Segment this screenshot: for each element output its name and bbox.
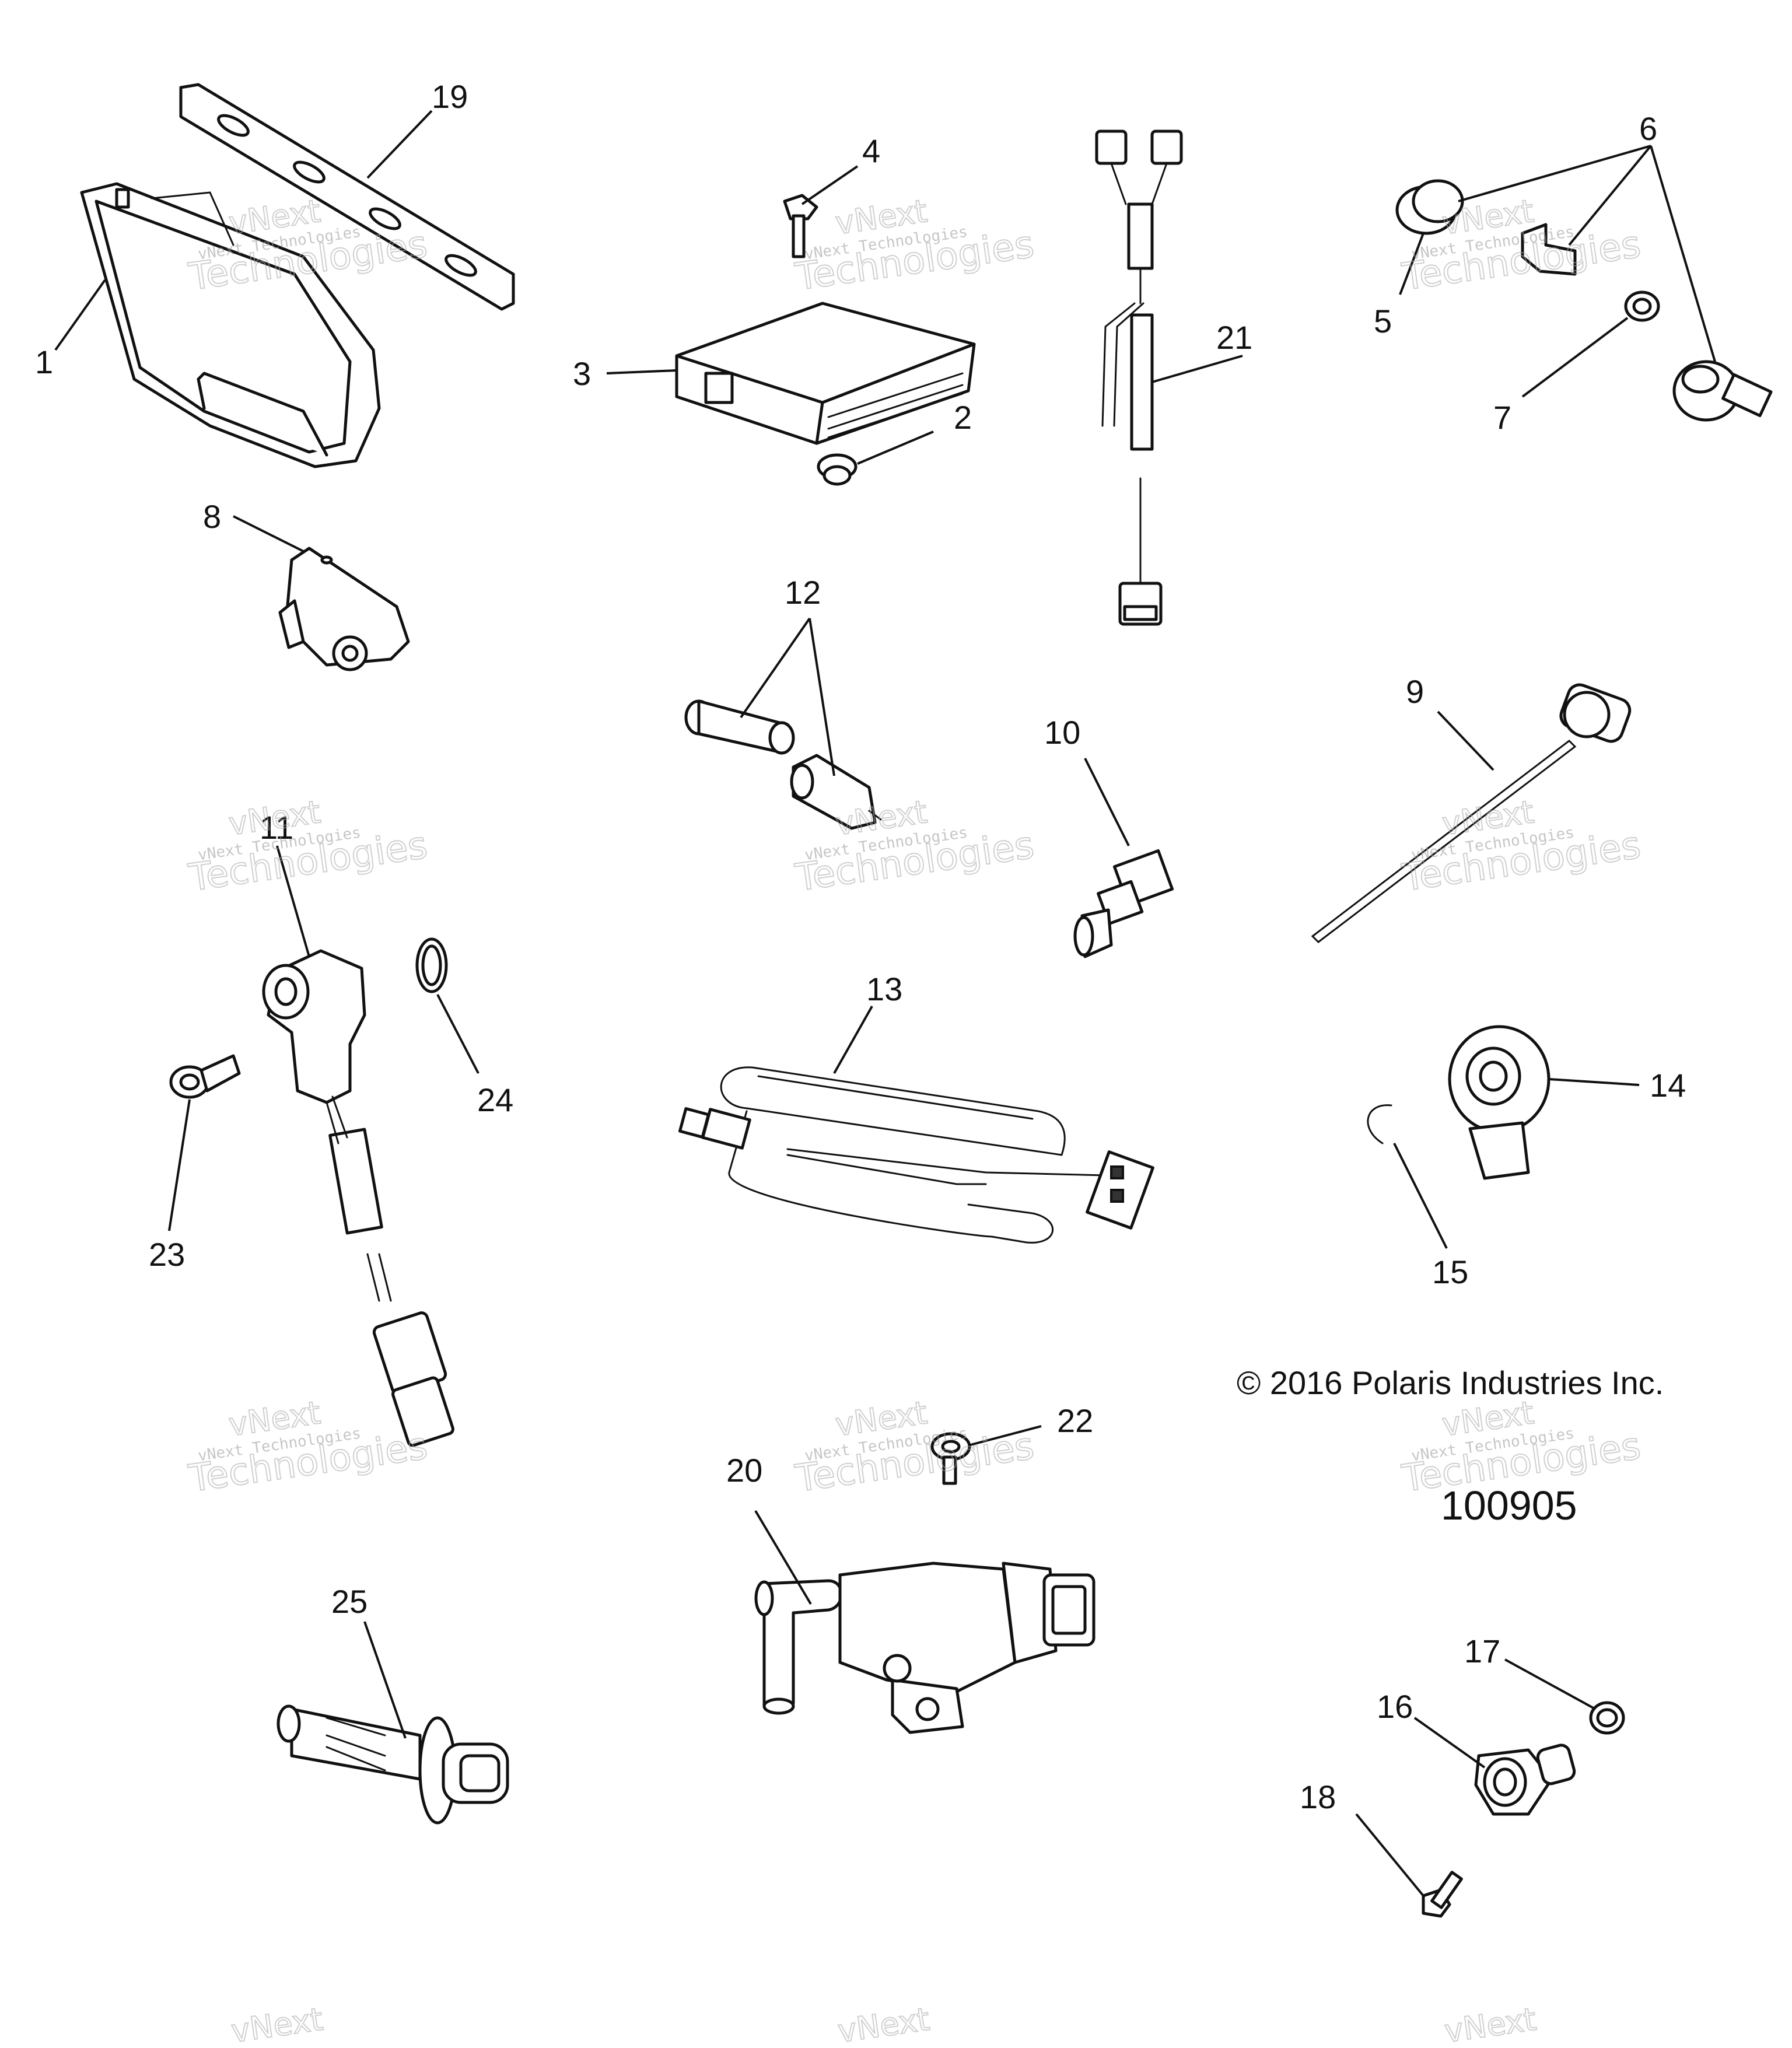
callout-23: 23 (149, 1236, 185, 1273)
leader-24 (436, 994, 480, 1074)
watermark-4: vNext vNext Technologies Technologies (186, 793, 430, 901)
watermark-8: vNext vNext Technologies Technologies (792, 1394, 1037, 1501)
watermark-6: vNext vNext Technologies Technologies (1399, 793, 1644, 901)
callout-20: 20 (726, 1452, 762, 1489)
callout-6: 6 (1639, 110, 1657, 147)
leader-4 (801, 165, 859, 205)
callout-18: 18 (1300, 1779, 1336, 1815)
callout-14: 14 (1650, 1067, 1686, 1104)
callout-25: 25 (331, 1583, 368, 1620)
leader-10 (1084, 758, 1130, 846)
part-18-bolt (1422, 1871, 1463, 1918)
leader-8 (233, 515, 304, 552)
leader-9 (1437, 710, 1494, 771)
watermark-2: vNext vNext Technologies Technologies (792, 192, 1037, 300)
watermark-7: vNext vNext Technologies Technologies (186, 1394, 430, 1501)
callout-10: 10 (1044, 714, 1080, 751)
watermark-11: vNext (835, 2000, 932, 2048)
callout-1: 1 (35, 344, 53, 380)
part-8-map-sensor (278, 547, 410, 671)
part-12-fuse-a (684, 699, 795, 755)
leader-23 (168, 1099, 191, 1231)
callout-19: 19 (432, 78, 468, 115)
callout-7: 7 (1493, 399, 1511, 436)
part-15-clip (1367, 1104, 1392, 1144)
part-6-clip (1521, 223, 1577, 276)
part-7-washer (1624, 290, 1660, 322)
callout-21: 21 (1216, 319, 1252, 356)
leader-16 (1413, 1717, 1486, 1769)
callout-17: 17 (1464, 1633, 1500, 1669)
leader-3 (606, 369, 677, 374)
part-23-screw (169, 1054, 241, 1099)
leader-18 (1355, 1813, 1424, 1897)
leader-11 (276, 845, 310, 957)
part-13-harness (678, 1066, 1154, 1244)
leader-12a (740, 617, 811, 719)
part-20-valve (754, 1562, 1096, 1734)
callout-4: 4 (862, 132, 880, 169)
part-16-sensor (1474, 1744, 1576, 1816)
leader-6b (1568, 145, 1652, 246)
leader-21 (1152, 355, 1243, 383)
leader-19 (366, 110, 433, 179)
watermark-line1: vNext (835, 2001, 932, 2048)
leader-6c (1650, 145, 1716, 362)
watermark-line1: vNext (1442, 2001, 1538, 2048)
callout-16: 16 (1377, 1688, 1413, 1725)
part-1-ecu (80, 182, 381, 468)
part-6-sensor (1672, 360, 1773, 422)
part-22-push-pin (930, 1432, 971, 1485)
leader-1 (54, 279, 106, 351)
callout-2: 2 (954, 399, 972, 436)
callout-3: 3 (573, 355, 591, 392)
callout-5: 5 (1374, 303, 1392, 339)
leader-12b (808, 618, 835, 776)
leader-13 (833, 1006, 873, 1074)
part-12-fuse-b (790, 754, 882, 830)
part-4-screw (783, 194, 818, 258)
watermark-12: vNext (1441, 2000, 1539, 2048)
part-3-module (675, 302, 976, 445)
part-25-sensor (276, 1704, 509, 1825)
leader-20 (754, 1510, 812, 1605)
leader-6a (1458, 145, 1651, 202)
part-17-oring (1589, 1701, 1625, 1735)
callout-12: 12 (785, 574, 821, 611)
part-9-sensor (1311, 683, 1632, 943)
part-10-temp-sensor (1073, 849, 1174, 958)
callout-15: 15 (1432, 1254, 1468, 1290)
part-21-harness (1095, 129, 1183, 626)
watermark-line1: vNext (229, 2001, 325, 2048)
callout-11: 11 (260, 809, 293, 846)
leader-15 (1393, 1143, 1448, 1249)
copyright-text: © 2016 Polaris Industries Inc. (1237, 1364, 1664, 1401)
part-11-tps (262, 949, 454, 1447)
watermark-10: vNext (228, 2000, 326, 2048)
part-19-bracket (179, 83, 515, 311)
part-14-knock-sensor (1448, 1025, 1550, 1180)
figure-number: 100905 (1441, 1483, 1577, 1528)
leader-25 (363, 1621, 407, 1739)
part-2-grommet (817, 453, 858, 486)
leader-7 (1521, 317, 1629, 398)
callout-8: 8 (203, 498, 221, 535)
leader-17 (1504, 1658, 1596, 1710)
leader-14 (1548, 1078, 1640, 1086)
callout-9: 9 (1406, 673, 1424, 710)
leader-5 (1399, 233, 1424, 295)
callout-24: 24 (477, 1081, 513, 1118)
leader-22 (968, 1425, 1042, 1447)
leader-2 (857, 430, 934, 465)
part-24-oring (415, 937, 448, 993)
callout-22: 22 (1057, 1402, 1093, 1439)
callout-13: 13 (866, 971, 902, 1007)
